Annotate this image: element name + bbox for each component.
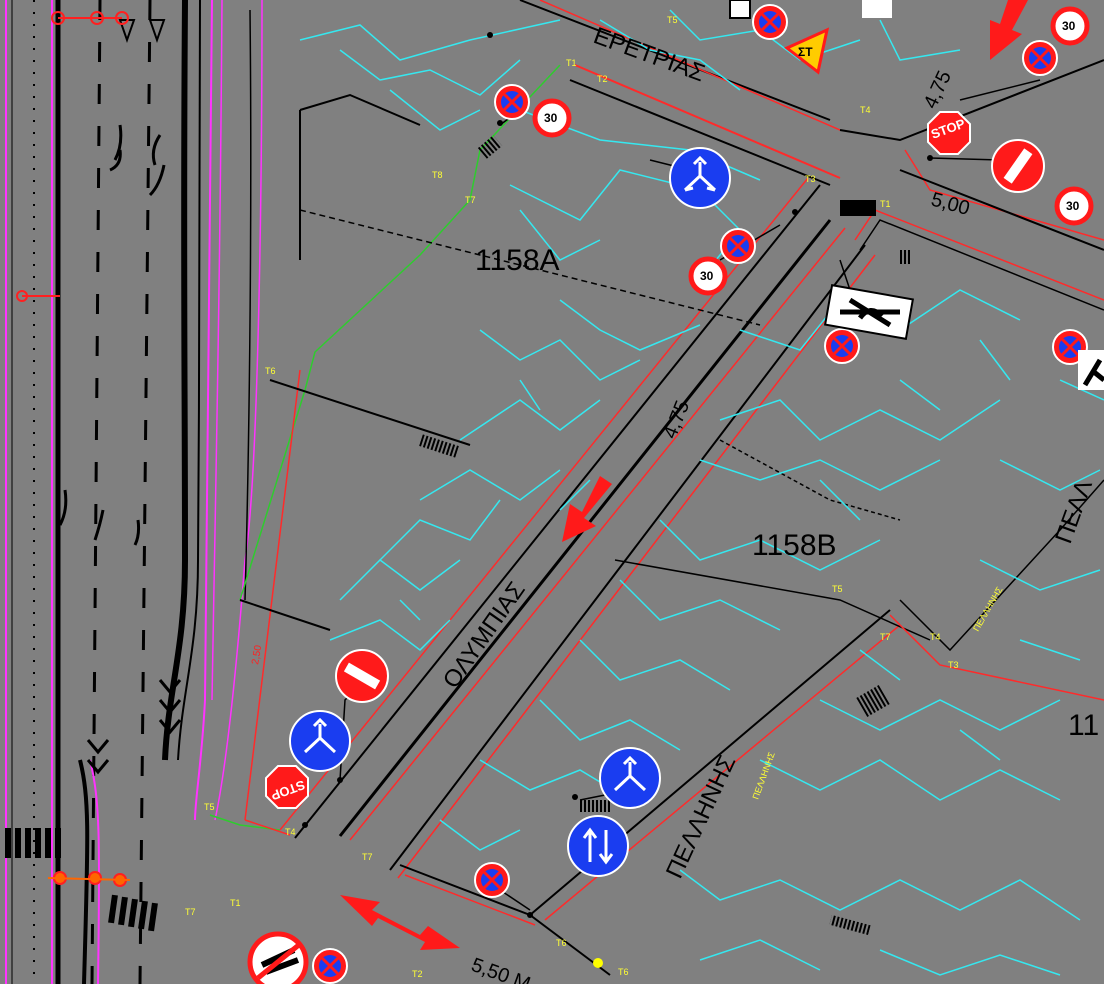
point-label: T5	[204, 802, 215, 812]
point-label: T1	[880, 199, 891, 209]
warning-sign-text: ΣΤ	[798, 45, 813, 59]
no-parking-sign-icon	[312, 948, 348, 984]
speed-limit-text: 30	[1066, 199, 1080, 213]
point-label: T4	[930, 632, 941, 642]
stop-sign-icon: STOP	[927, 111, 971, 155]
no-parking-sign-icon	[474, 862, 510, 898]
blue-direction-sign-icon	[289, 710, 351, 772]
blue-direction-sign-icon	[669, 147, 731, 209]
speed-limit-sign-icon: 30	[1050, 6, 1090, 46]
blue-direction-sign-icon	[599, 747, 661, 809]
point-label: T7	[185, 907, 196, 917]
point-label: T6	[556, 938, 567, 948]
blue-direction-sign-icon	[567, 815, 629, 877]
block-label-1158a: 1158A	[475, 244, 560, 277]
block-label-edge: 11	[1068, 709, 1099, 742]
point-label: T7	[880, 632, 891, 642]
speed-limit-sign-icon: 30	[688, 256, 728, 296]
no-parking-sign-icon	[824, 328, 860, 364]
warning-triangle-icon: ΣΤ	[784, 27, 830, 75]
no-entry-sign-icon	[335, 649, 389, 703]
no-parking-sign-icon	[494, 84, 530, 120]
no-overtaking-sign-icon	[247, 931, 309, 984]
hatch-marks	[419, 135, 912, 936]
one-way-arrow-icon	[562, 476, 612, 542]
speed-limit-sign-icon: 30	[1054, 186, 1094, 226]
point-label: T1	[566, 58, 577, 68]
point-label: T3	[948, 660, 959, 670]
no-parking-sign-icon	[1022, 40, 1058, 76]
point-label: T1	[230, 898, 241, 908]
point-label: T6	[618, 967, 629, 977]
point-label: T8	[432, 170, 443, 180]
block-label-1158b: 1158B	[752, 529, 837, 562]
pedestrian-sign-icon	[1078, 350, 1104, 390]
point-label: T2	[412, 969, 423, 979]
point-label: T5	[832, 584, 843, 594]
stop-sign-icon: STOP	[265, 765, 309, 809]
dimension-left: 2,50	[250, 644, 264, 666]
yellow-point	[593, 958, 603, 968]
point-label: T6	[265, 366, 276, 376]
speed-limit-sign-icon: 30	[532, 98, 572, 138]
point-label: T7	[465, 195, 476, 205]
pedestrian-zone-sign-icon	[823, 284, 915, 340]
speed-limit-text: 30	[700, 269, 714, 283]
one-way-arrow-icon	[990, 0, 1028, 60]
point-label: T2	[597, 74, 608, 84]
highway-red-symbols	[16, 11, 131, 887]
point-label: T5	[667, 15, 678, 25]
point-labels: T1 T2 T3 T4 T5 T6 T7 T8 T1 T5 T7 T4 T3 T…	[185, 15, 959, 979]
speed-limit-text: 30	[1062, 19, 1076, 33]
no-parking-sign-icon	[720, 228, 756, 264]
sign-icon	[729, 0, 892, 19]
no-parking-sign-icon	[752, 4, 788, 40]
no-entry-sign-icon	[991, 139, 1045, 193]
two-way-arrow-icon	[340, 895, 460, 950]
point-label: T4	[285, 827, 296, 837]
crosswalk-left	[5, 828, 158, 932]
highway-left	[5, 0, 263, 984]
point-label: T3	[805, 174, 816, 184]
point-label: T4	[860, 105, 871, 115]
point-label: T7	[362, 852, 373, 862]
speed-limit-text: 30	[544, 111, 558, 125]
lane-markings	[58, 19, 182, 775]
